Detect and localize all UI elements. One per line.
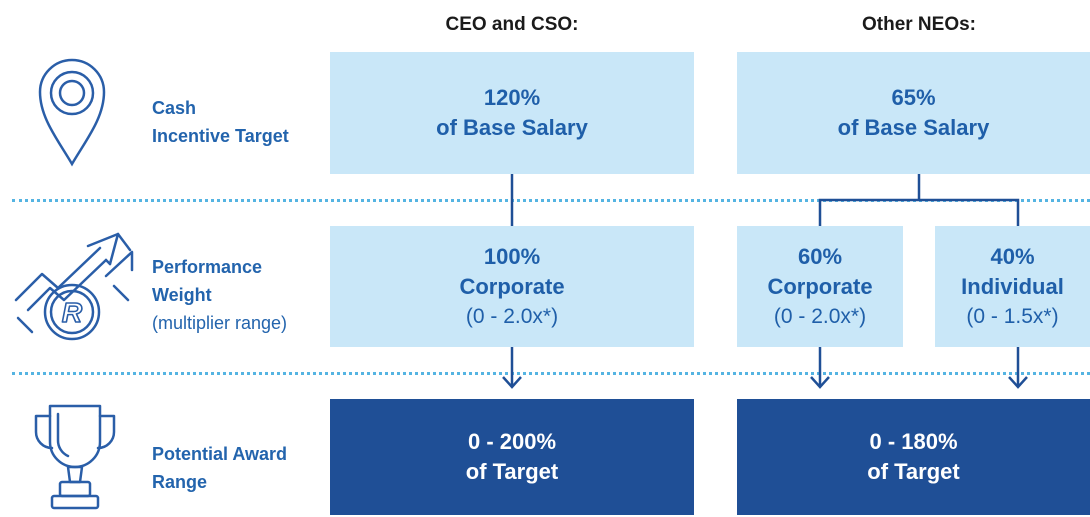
row-label-line: Potential Award [152, 444, 288, 464]
ceo-award-range: 0 - 200% [467, 429, 557, 454]
row-label-line: Weight [152, 285, 212, 305]
other-corporate-percent: 60% [797, 243, 843, 269]
arrow-ceo-award [502, 347, 522, 389]
other-target-percent: 65% [891, 85, 936, 110]
other-award-range-box: 0 - 180% of Target [737, 399, 1090, 515]
row-label-subtext: (multiplier range) [152, 313, 288, 333]
ceo-corporate-percent: 100% [483, 243, 541, 269]
other-target-basis: of Base Salary [837, 115, 990, 140]
connector-other-split [818, 198, 1020, 226]
ceo-corporate-range: (0 - 2.0x*) [465, 304, 559, 328]
row-label-line: Performance [152, 257, 263, 277]
rising-arrow-r-badge-icon: R [10, 226, 136, 344]
ceo-target-percent: 120% [483, 85, 541, 110]
row-divider [12, 372, 1090, 375]
svg-text:R: R [62, 297, 83, 328]
other-corporate-range: (0 - 2.0x*) [773, 304, 867, 328]
ceo-corporate-label: Corporate [459, 273, 565, 299]
arrow-other-individual-award [1008, 347, 1028, 389]
other-individual-percent: 40% [990, 243, 1035, 269]
ceo-corporate-weight-box: 100% Corporate (0 - 2.0x*) [330, 226, 694, 347]
other-individual-label: Individual [961, 273, 1064, 299]
other-corporate-label: Corporate [767, 273, 873, 299]
row-label-line: Incentive Target [152, 126, 289, 146]
row-label-potential-award-range: Potential Award Range [152, 440, 287, 496]
row-label-line: Cash [152, 98, 197, 118]
column-header-ceo-cso: CEO and CSO: [445, 14, 579, 35]
ceo-target-basis: of Base Salary [436, 115, 588, 140]
row-label-performance-weight: Performance Weight (multiplier range) [152, 253, 287, 337]
other-individual-weight-box: 40% Individual (0 - 1.5x*) [935, 226, 1090, 347]
row-divider [12, 199, 1090, 202]
other-corporate-weight-box: 60% Corporate (0 - 2.0x*) [737, 226, 903, 347]
other-target-box: 65% of Base Salary [737, 52, 1090, 174]
column-header-other-neos: Other NEOs: [861, 14, 977, 35]
arrow-other-corporate-award [810, 347, 830, 389]
other-award-basis: of Target [867, 459, 960, 484]
other-award-range: 0 - 180% [869, 429, 958, 454]
ceo-award-basis: of Target [465, 459, 559, 484]
other-individual-range: (0 - 1.5x*) [966, 304, 1059, 328]
row-label-line: Range [152, 472, 208, 492]
row-label-cash-incentive-target: Cash Incentive Target [152, 94, 289, 150]
location-pin-icon [36, 52, 108, 167]
ceo-award-range-box: 0 - 200% of Target [330, 399, 694, 515]
trophy-icon [30, 402, 120, 512]
ceo-target-box: 120% of Base Salary [330, 52, 694, 174]
